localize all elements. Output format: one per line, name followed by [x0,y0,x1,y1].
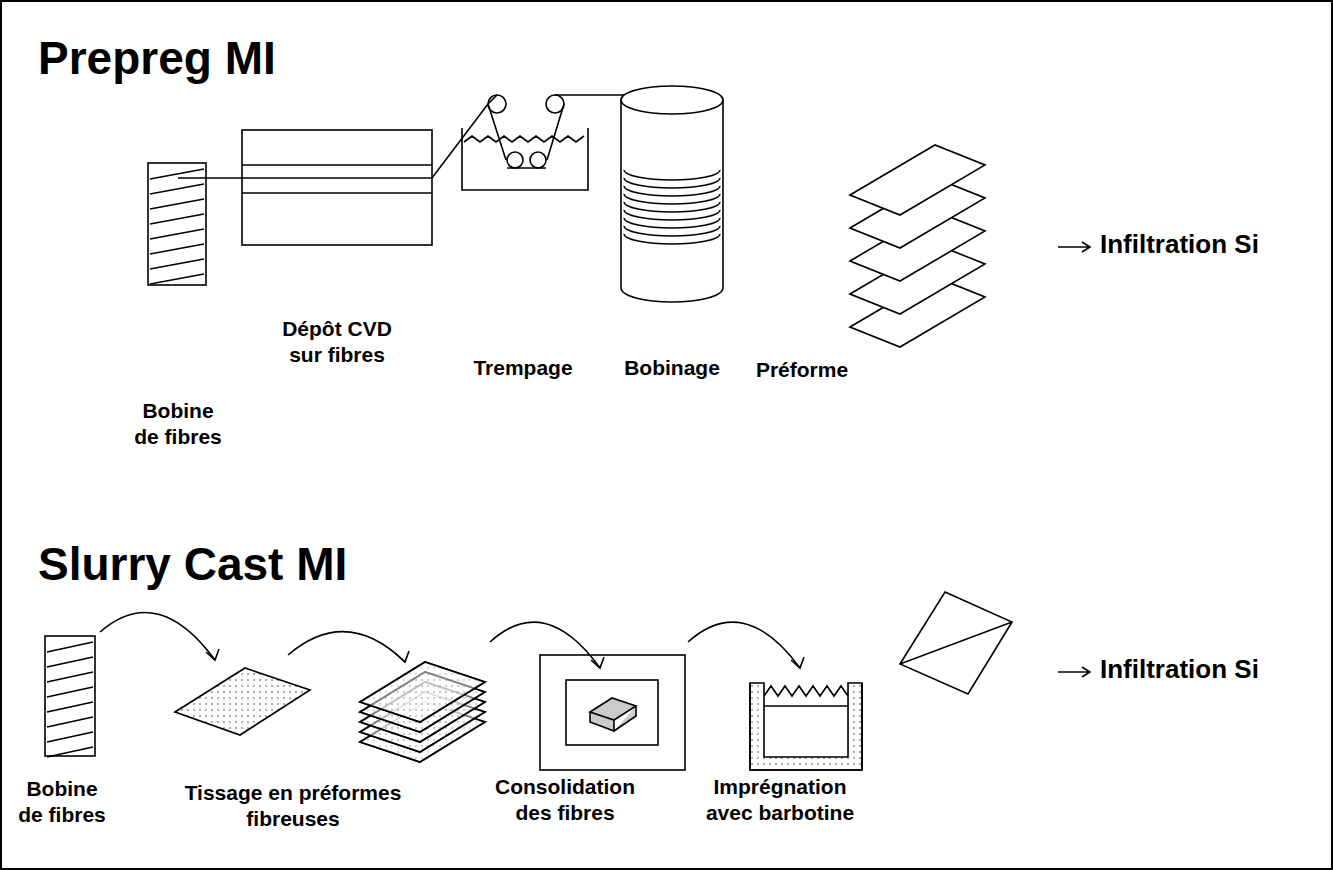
winding [624,194,720,204]
step-label: Tissage en préformes fibreuses [177,780,409,831]
winding [624,202,720,212]
ply [360,662,485,722]
winding [150,244,204,254]
curved-arrow [288,632,405,662]
result-label: Infiltration Si [1100,229,1259,261]
winding [150,259,204,269]
section-title: Prepreg MI [38,30,276,86]
winding [624,170,720,180]
section-title: Slurry Cast MI [38,536,347,592]
curved-arrow [490,622,600,668]
prepreg-row [148,86,985,347]
result-label: Infiltration Si [1100,654,1259,686]
arrow-head [591,657,604,668]
winding [47,732,93,742]
step-label: Bobinage [607,355,737,381]
winding [47,657,93,667]
winding [150,214,204,224]
winding [624,226,720,236]
winding [624,178,720,188]
step-label: Trempage [458,355,588,381]
winding [47,702,93,712]
winding [150,199,204,209]
winding [624,218,720,228]
winding [150,274,204,284]
step-label: Bobine de fibres [129,398,227,449]
winding [47,687,93,697]
ply [360,662,485,722]
step-label: Consolidation des fibres [489,774,641,825]
winding [624,234,720,244]
step-label: Bobine de fibres [13,776,111,827]
flow-arrow [1058,242,1090,677]
winding [47,642,93,652]
step-label: Imprégnation avec barbotine [698,774,862,825]
winding [47,672,93,682]
winding [150,229,204,239]
winding [624,186,720,196]
step-label: Préforme [737,357,867,383]
winding [624,210,720,220]
curved-arrow [688,622,800,668]
winding [47,717,93,727]
step-label: Dépôt CVD sur fibres [273,316,401,367]
curved-arrow [100,612,215,660]
arrow-head [206,649,219,660]
winding [47,747,93,757]
winding [150,184,204,194]
arrow-head [396,651,409,662]
arrow-head [791,657,804,668]
ply [850,145,985,215]
slurry-row [45,592,1012,770]
